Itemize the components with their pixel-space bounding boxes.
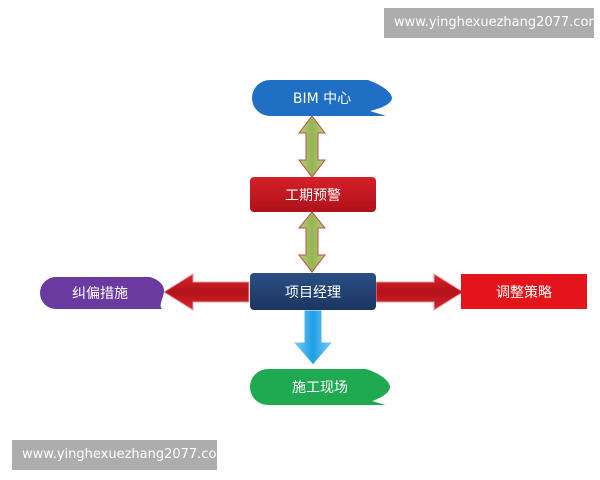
node-schedule-warning-label: 工期预警 [285, 188, 341, 204]
double-arrow-warning-manager [297, 211, 327, 273]
node-project-manager: 项目经理 [250, 273, 376, 310]
node-construction-site-label: 施工现场 [292, 380, 348, 396]
arrow-to-adjust-strategy [375, 273, 464, 311]
node-correction-measures: 纠偏措施 [40, 277, 164, 309]
node-adjust-strategy: 调整策略 [461, 274, 587, 309]
node-bim-center-label: BIM 中心 [293, 91, 351, 107]
double-arrow-bim-warning [297, 115, 327, 178]
arrow-to-construction-site [291, 309, 335, 366]
node-adjust-strategy-label: 调整策略 [496, 284, 552, 301]
watermark-top: www.yinghexuezhang2077.com [384, 8, 600, 38]
node-construction-site: 施工现场 [250, 369, 390, 405]
watermark-bottom: www.yinghexuezhang2077.com [12, 440, 229, 470]
node-schedule-warning: 工期预警 [250, 177, 376, 212]
node-correction-measures-label: 纠偏措施 [72, 286, 128, 302]
node-project-manager-label: 项目经理 [285, 285, 341, 301]
arrow-to-correction-measures [163, 273, 250, 311]
node-bim-center: BIM 中心 [252, 80, 392, 116]
